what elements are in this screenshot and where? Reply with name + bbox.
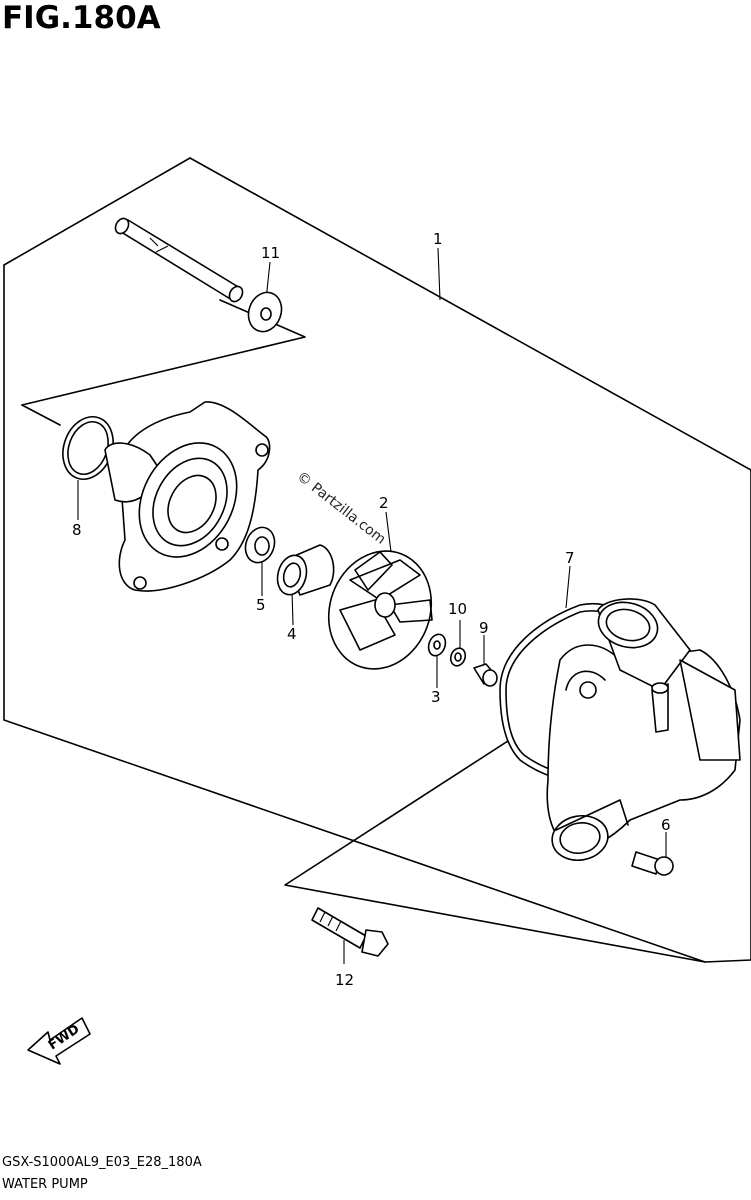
callout-9: 9 [479,619,489,637]
footer-code: GSX-S1000AL9_E03_E28_180A [2,1155,202,1170]
fwd-arrow-icon: FWD [27,1017,91,1065]
bolt-part-12 [311,907,389,957]
shaft-part [114,217,244,303]
callout-6: 6 [661,816,671,834]
bolt-part-6 [631,851,674,876]
callout-7: 7 [565,549,575,567]
callout-4: 4 [287,625,297,643]
callout-11: 11 [261,244,280,262]
callout-8: 8 [72,521,82,539]
washer-part-11 [247,291,283,333]
seal-part-5 [244,526,276,564]
watermark: © Partzilla.com [294,469,389,548]
leader-lines [77,247,667,964]
pump-cover [546,598,741,862]
impeller-part-2 [327,550,433,670]
callout-12: 12 [335,971,354,989]
bolt-part-9 [473,663,498,687]
pump-body [104,401,271,592]
washer-part-10 [449,647,467,667]
callout-10: 10 [448,600,467,618]
callout-2: 2 [379,494,389,512]
mech-seal-part-4 [276,544,335,596]
callout-3: 3 [431,688,441,706]
washer-part-3 [427,633,447,657]
footer-title: WATER PUMP [2,1177,88,1192]
figure-title: FIG.180A [2,0,161,36]
callout-5: 5 [256,596,266,614]
callout-1: 1 [433,230,443,248]
